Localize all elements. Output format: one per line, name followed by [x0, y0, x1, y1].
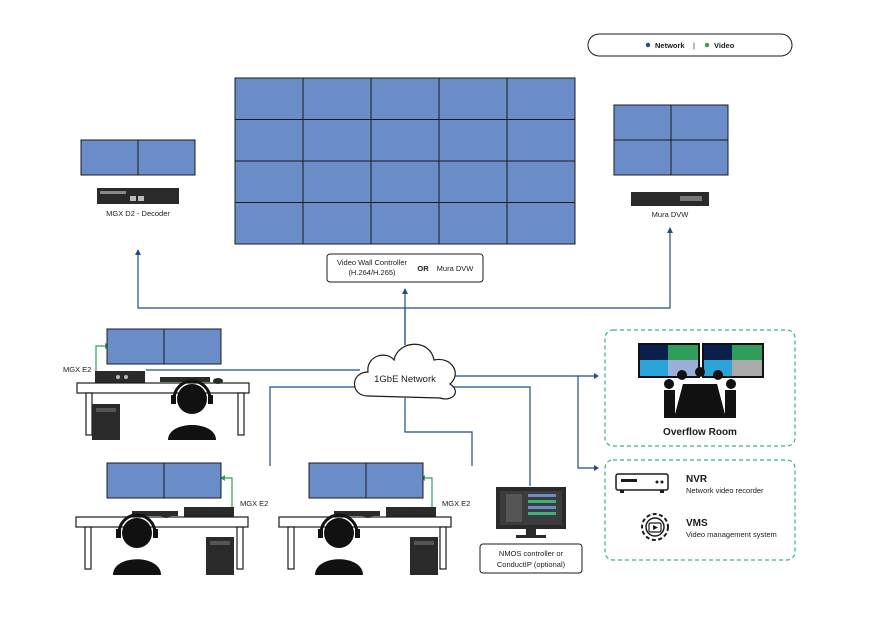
network-connections — [135, 227, 673, 486]
meeting-table-icon — [664, 367, 736, 418]
controller-alt: Mura DVW — [437, 264, 475, 273]
overflow-room: Overflow Room — [604, 329, 796, 447]
legend-network-label: Network — [655, 41, 685, 50]
legend: Network | Video — [587, 33, 793, 57]
nvr-title: NVR — [686, 474, 708, 485]
video-wall-tile — [506, 202, 576, 245]
controller-box: Video Wall Controller (H.264/H.265) OR M… — [326, 253, 484, 283]
nmos-line2: ConductIP (optional) — [497, 560, 566, 569]
video-wall-tile — [438, 202, 508, 245]
encoder-right-label: MGX E2 — [442, 499, 470, 508]
workstation-right: MGX E2 — [278, 462, 470, 575]
nmos-controller: NMOS controller or ConductIP (optional) — [479, 487, 583, 574]
video-wall-tile — [234, 160, 304, 203]
encoder-left-label: MGX E2 — [240, 499, 268, 508]
video-wall-tile — [302, 202, 372, 245]
vms-title: VMS — [686, 518, 708, 529]
video-wall-tile — [234, 202, 304, 245]
network-label: 1GbE Network — [374, 374, 436, 385]
video-wall-tile — [234, 119, 304, 162]
legend-video-label: Video — [714, 41, 735, 50]
storage-box: NVR Network video recorder VMS Video man… — [604, 459, 796, 561]
video-wall-tile — [506, 77, 576, 120]
video-wall-tile — [506, 119, 576, 162]
encoder-top-label: MGX E2 — [63, 365, 91, 374]
overflow-screens — [638, 343, 764, 378]
workstation-top: MGX E2 — [63, 328, 250, 440]
video-wall-tile — [302, 77, 372, 120]
operator-top — [168, 379, 216, 440]
decoder-label: MGX D2 - Decoder — [106, 209, 170, 218]
controller-line1: Video Wall Controller — [337, 258, 408, 267]
video-wall-tile — [438, 160, 508, 203]
video-legend-dot — [704, 42, 710, 48]
vms-gear-icon — [641, 513, 669, 541]
network-legend-dot — [645, 42, 651, 48]
video-connections — [95, 343, 433, 509]
controller-or: OR — [417, 264, 429, 273]
decoder-display: MGX D2 - Decoder — [80, 139, 196, 218]
mura-display: Mura DVW — [613, 104, 729, 219]
network-cloud: 1GbE Network — [353, 343, 456, 400]
video-wall-tile — [302, 119, 372, 162]
operator-right — [315, 513, 363, 575]
mura-device — [631, 192, 709, 206]
video-wall-tile — [370, 77, 440, 120]
video-wall-tile — [438, 119, 508, 162]
video-wall-tile — [234, 77, 304, 120]
mura-label: Mura DVW — [652, 210, 690, 219]
video-wall-tile — [506, 160, 576, 203]
video-wall-tile — [438, 77, 508, 120]
overflow-label: Overflow Room — [663, 427, 737, 438]
video-wall-tile — [370, 160, 440, 203]
video-wall-tile — [302, 160, 372, 203]
encoder-left-device — [184, 507, 234, 517]
operator-left — [113, 513, 161, 575]
nvr-icon — [615, 473, 669, 493]
video-wall-tile — [370, 119, 440, 162]
controller-line2: (H.264/H.265) — [348, 268, 396, 277]
video-wall — [234, 77, 576, 245]
nvr-desc: Network video recorder — [686, 486, 764, 495]
legend-separator: | — [693, 41, 695, 50]
nmos-line1: NMOS controller or — [499, 549, 564, 558]
vms-desc: Video management system — [686, 530, 777, 539]
video-wall-tile — [370, 202, 440, 245]
workstation-left: MGX E2 — [75, 462, 268, 575]
encoder-right-device — [386, 507, 436, 517]
